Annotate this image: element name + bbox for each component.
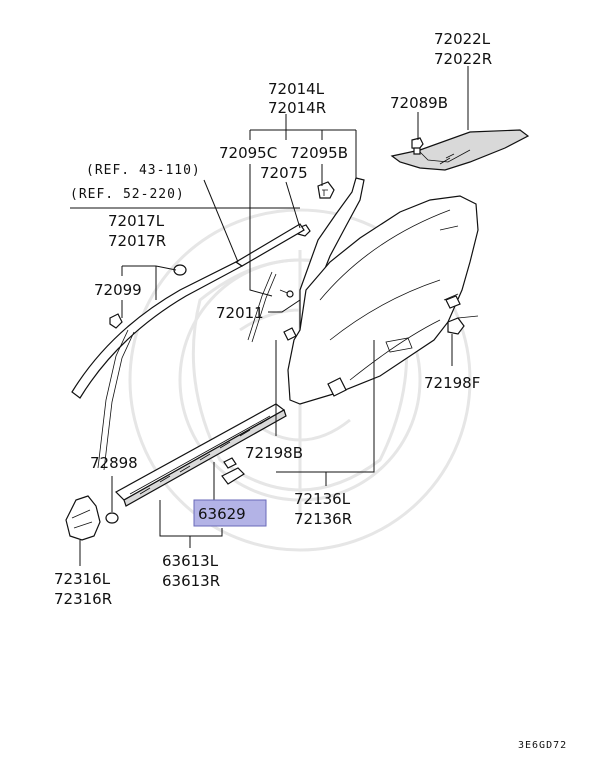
clip-72099-part xyxy=(109,313,123,329)
highlight-63629[interactable] xyxy=(193,499,267,527)
label-63613r: 63613R xyxy=(162,572,220,590)
label-72095b: 72095B xyxy=(290,144,348,162)
scuff-plate-63613-part xyxy=(115,403,287,507)
cowl-trim-72316-part xyxy=(65,495,101,541)
clip-72089B-part xyxy=(411,137,424,155)
label-72136l: 72136L xyxy=(294,490,351,508)
label-72075: 72075 xyxy=(260,164,308,182)
label-72089b: 72089B xyxy=(390,94,448,112)
label-ref-43-110: (REF. 43-110) xyxy=(86,163,201,178)
quarter-trim-72011-part xyxy=(287,177,479,405)
label-72022l: 72022L xyxy=(434,30,491,48)
label-72099: 72099 xyxy=(94,281,142,299)
label-63613l: 63613L xyxy=(162,552,219,570)
label-72136r: 72136R xyxy=(294,510,352,528)
clip-63629-part xyxy=(221,457,245,485)
leader-lines xyxy=(70,66,469,566)
clip-72095B-part xyxy=(317,181,335,199)
label-72198f: 72198F xyxy=(424,374,480,392)
label-63629[interactable]: 63629 xyxy=(198,505,246,523)
part-labels: 72022L 72022R 72089B 72014L 72014R 72095… xyxy=(54,30,567,751)
label-72095c: 72095C xyxy=(219,144,277,162)
label-ref-52-220: (REF. 52-220) xyxy=(70,187,185,202)
clip-72898-part xyxy=(105,512,119,524)
molding-72017-part xyxy=(71,223,305,471)
label-72011: 72011 xyxy=(216,304,264,322)
label-72898: 72898 xyxy=(90,454,138,472)
label-72017l: 72017L xyxy=(108,212,165,230)
trim-72022-part xyxy=(390,129,530,171)
clip-72198B-part xyxy=(283,327,297,341)
label-72014l: 72014L xyxy=(268,80,325,98)
label-72017r: 72017R xyxy=(108,232,166,250)
label-72198b: 72198B xyxy=(245,444,303,462)
clip-72198F-part xyxy=(447,315,479,335)
label-72316l: 72316L xyxy=(54,570,111,588)
screw-part xyxy=(279,289,294,298)
label-72014r: 72014R xyxy=(268,99,326,117)
diagram-code: 3E6GD72 xyxy=(518,740,567,751)
label-72316r: 72316R xyxy=(54,590,112,608)
label-72022r: 72022R xyxy=(434,50,492,68)
